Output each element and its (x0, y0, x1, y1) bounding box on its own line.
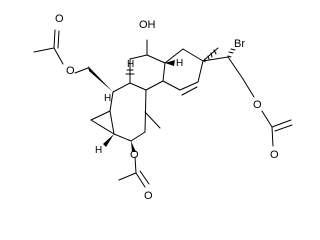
h-left-ring-label: H (104, 93, 111, 104)
structural-formula-diagram: OH Br O O O O O O H H H H (33, 13, 293, 202)
wedge-bond (88, 66, 113, 92)
h-cyclopropane-label: H (95, 145, 102, 156)
wedge-bond (103, 134, 114, 147)
bond (164, 48, 184, 64)
bond (130, 131, 146, 142)
hashed-bond (227, 48, 236, 58)
bond (274, 124, 293, 132)
bond (135, 172, 146, 188)
stereo-wedges (88, 48, 236, 152)
h-junction-label: H (176, 58, 183, 69)
bond (74, 67, 89, 74)
bond (227, 56, 244, 80)
ester-oxygen-left-label: O (66, 65, 75, 77)
bond (118, 172, 137, 181)
bond (90, 119, 115, 135)
bond (129, 82, 147, 91)
hashed-bond (204, 49, 217, 63)
bond (139, 170, 150, 185)
hydroxyl-label: OH (139, 19, 156, 31)
bond (242, 78, 255, 98)
bond (134, 156, 137, 174)
bond (162, 80, 181, 91)
bond (129, 54, 148, 60)
bond (261, 110, 273, 128)
bond (109, 110, 115, 135)
atom-labels: OH Br O O O O O O (55, 13, 279, 202)
bond (144, 89, 147, 133)
bond (271, 126, 274, 147)
wedge-bond (165, 60, 175, 66)
bond (113, 133, 132, 142)
bromine-label: Br (234, 38, 245, 50)
bond (202, 47, 219, 62)
bond (197, 60, 204, 83)
skeletal-bonds (33, 29, 293, 188)
carbonyl-oxygen-bottom-label: O (144, 190, 153, 202)
bond (57, 30, 60, 49)
hashed-bond (125, 69, 135, 75)
bond (181, 86, 198, 96)
bond (90, 110, 111, 121)
bond (202, 56, 229, 62)
bond (33, 47, 55, 53)
bond (146, 54, 166, 64)
carbonyl-oxygen-left-label: O (55, 13, 64, 25)
ester-oxygen-right-label: O (253, 99, 262, 111)
bond (182, 48, 204, 62)
bond (53, 29, 56, 49)
bond (144, 111, 161, 129)
bond (109, 91, 114, 112)
stereo-h-labels: H H H H (95, 58, 183, 156)
h-upper-label: H (127, 59, 134, 70)
wedge-bond (131, 141, 136, 152)
bond (145, 80, 164, 91)
ester-oxygen-bottom-label: O (130, 149, 139, 161)
carbonyl-oxygen-right-label: O (270, 149, 279, 161)
bond (162, 62, 166, 82)
bond (179, 81, 199, 91)
bond (112, 82, 131, 93)
bond (53, 47, 64, 65)
bond (271, 119, 292, 128)
